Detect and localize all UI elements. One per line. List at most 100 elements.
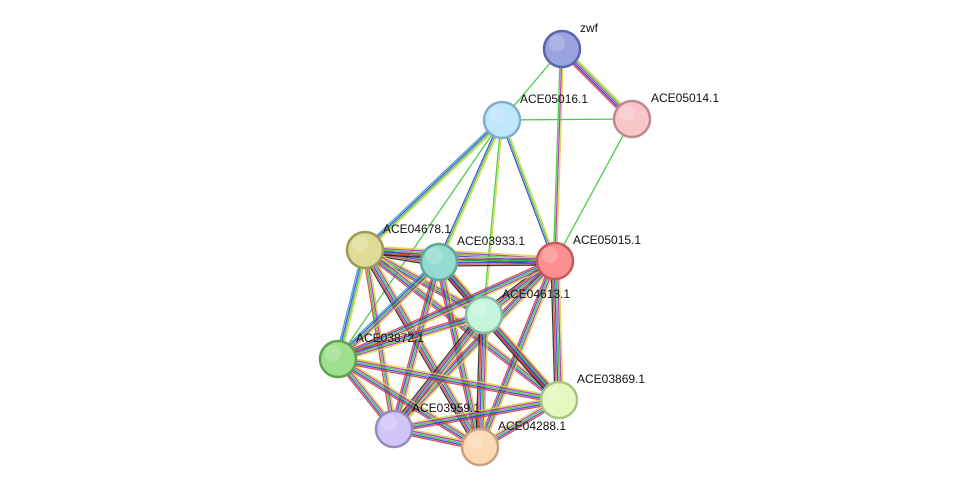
edge-line [365, 245, 556, 258]
edge-line [338, 355, 560, 398]
edge-line [363, 250, 394, 430]
edge-line [486, 311, 563, 398]
edge-ACE05016-ACE04678 [362, 117, 505, 253]
edge-line [338, 315, 485, 362]
node-ACE04613[interactable] [464, 295, 504, 335]
edge-line [366, 248, 483, 447]
node-highlight [425, 247, 443, 265]
edge-line [438, 257, 555, 261]
node-label-ACE04613: ACE04613.1 [502, 287, 570, 301]
edge-line [335, 361, 479, 451]
edge-ACE03933-ACE05015 [438, 256, 556, 267]
edge-line [480, 261, 558, 448]
edge-line [362, 252, 558, 404]
edge-line [482, 119, 502, 315]
node-highlight [541, 246, 559, 264]
node-zwf[interactable] [542, 29, 582, 69]
node-ACE04678[interactable] [345, 230, 385, 270]
edge-line [556, 260, 563, 400]
edge-ACE05015-ACE03869 [550, 260, 564, 401]
edge-line [391, 313, 483, 428]
edge-line [337, 358, 560, 401]
edge-line [553, 261, 559, 401]
edge-line [395, 316, 487, 431]
node-ACE05015[interactable] [535, 241, 575, 281]
node-layer [318, 29, 652, 467]
node-label-zwf: zwf [580, 21, 599, 35]
edge-line [393, 396, 559, 427]
edge-line [365, 248, 561, 400]
edge-line [394, 402, 560, 433]
edge-line [365, 120, 503, 252]
edge-line [394, 315, 486, 430]
edge-line [336, 260, 439, 359]
edge-ACE05016-ACE05015 [499, 119, 558, 262]
node-highlight [324, 344, 342, 362]
edge-ACE05015-ACE03872 [336, 257, 557, 363]
edge-line [363, 250, 559, 402]
node-ACE03933[interactable] [419, 242, 459, 282]
node-ACE05016[interactable] [482, 100, 522, 140]
node-label-ACE05016: ACE05016.1 [520, 92, 588, 106]
edge-line [478, 314, 484, 447]
edge-line [555, 49, 565, 262]
node-ACE03869[interactable] [539, 380, 579, 420]
edge-line [364, 118, 502, 250]
edge-line [438, 256, 555, 259]
node-ACE04288[interactable] [460, 427, 500, 467]
edge-line [393, 397, 559, 429]
edge-line [336, 359, 480, 449]
edge-line [338, 317, 486, 363]
edge-line [438, 259, 555, 262]
edge-line [439, 120, 505, 263]
edge-line [499, 120, 555, 262]
edge-ACE05014-ACE05015 [554, 118, 633, 262]
node-ACE03959[interactable] [374, 409, 414, 449]
edge-line [502, 119, 558, 261]
node-label-ACE05014: ACE05014.1 [651, 91, 719, 105]
node-highlight [470, 300, 488, 318]
edge-line [441, 261, 484, 447]
node-label-ACE03959: ACE03959.1 [412, 401, 480, 415]
edge-line [394, 400, 560, 432]
edge-line [551, 261, 558, 401]
edge-ACE04613-ACE03872 [336, 311, 486, 363]
edge-line [337, 261, 440, 360]
edge-ACE04613-ACE03959 [390, 312, 488, 432]
edge-ACE05016-ACE03872 [337, 119, 503, 360]
edge-line [480, 317, 557, 404]
edge-line [554, 48, 563, 262]
edge-line [501, 119, 556, 262]
edge-line [475, 314, 481, 447]
node-ACE05014[interactable] [612, 99, 652, 139]
edge-line [337, 119, 503, 360]
edge-ACE03872-ACE04288 [335, 355, 483, 451]
edge-line [362, 117, 501, 249]
node-label-ACE03872: ACE03872.1 [356, 331, 424, 345]
edge-line [555, 260, 561, 400]
node-highlight [351, 235, 369, 253]
edge-line [336, 311, 484, 357]
edge-ACE05016-ACE05014 [501, 118, 633, 121]
edge-line [392, 314, 484, 429]
edge-line [339, 355, 483, 445]
edge-line [393, 261, 440, 430]
edge-ACE03933-ACE03872 [335, 259, 442, 362]
edge-line [484, 120, 504, 316]
edge-line [367, 247, 485, 446]
edge-line [439, 264, 556, 267]
edge-ACE05016-ACE03933 [436, 119, 505, 263]
edge-line [438, 119, 503, 263]
edge-line [394, 261, 557, 431]
edge-line [481, 315, 488, 448]
node-highlight [548, 34, 566, 52]
edge-line [335, 259, 438, 358]
node-highlight [488, 105, 506, 123]
node-label-ACE05015: ACE05015.1 [573, 233, 641, 247]
node-ACE03872[interactable] [318, 339, 358, 379]
edge-line [552, 48, 562, 261]
edge-line [337, 359, 559, 403]
edge-line [337, 258, 555, 359]
